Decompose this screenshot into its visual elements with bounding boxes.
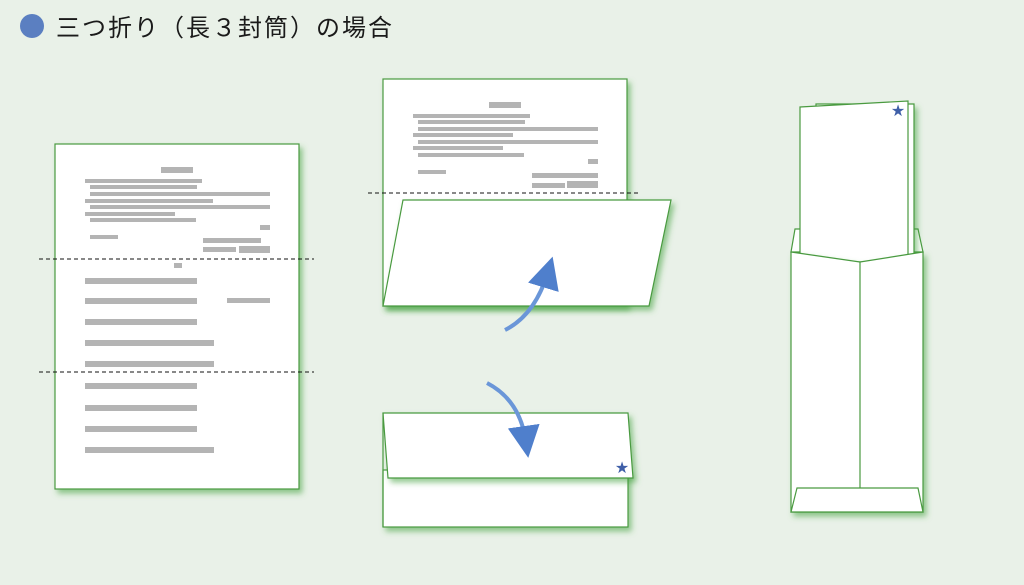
- curved-arrow-down-icon: [486, 381, 540, 458]
- folded-flap: [382, 412, 634, 479]
- star-icon: ★: [891, 101, 905, 120]
- envelope-with-letter: ★: [790, 100, 924, 513]
- inserted-letter: [799, 100, 909, 263]
- heading-text: 三つ折り（長３封筒）の場合: [56, 14, 394, 42]
- curved-arrow-up-icon: [504, 256, 559, 332]
- second-fold-step: ★: [382, 381, 634, 528]
- unfolded-letter: [39, 143, 314, 490]
- bullet-icon: [20, 13, 44, 38]
- folded-flap: [382, 199, 672, 307]
- letter-text-lines: [413, 102, 598, 188]
- star-icon: ★: [615, 458, 629, 477]
- letter-text-lines: [85, 167, 270, 453]
- first-fold-step: [368, 78, 672, 332]
- section-heading: 三つ折り（長３封筒）の場合: [20, 8, 394, 43]
- envelope-body: [790, 251, 924, 513]
